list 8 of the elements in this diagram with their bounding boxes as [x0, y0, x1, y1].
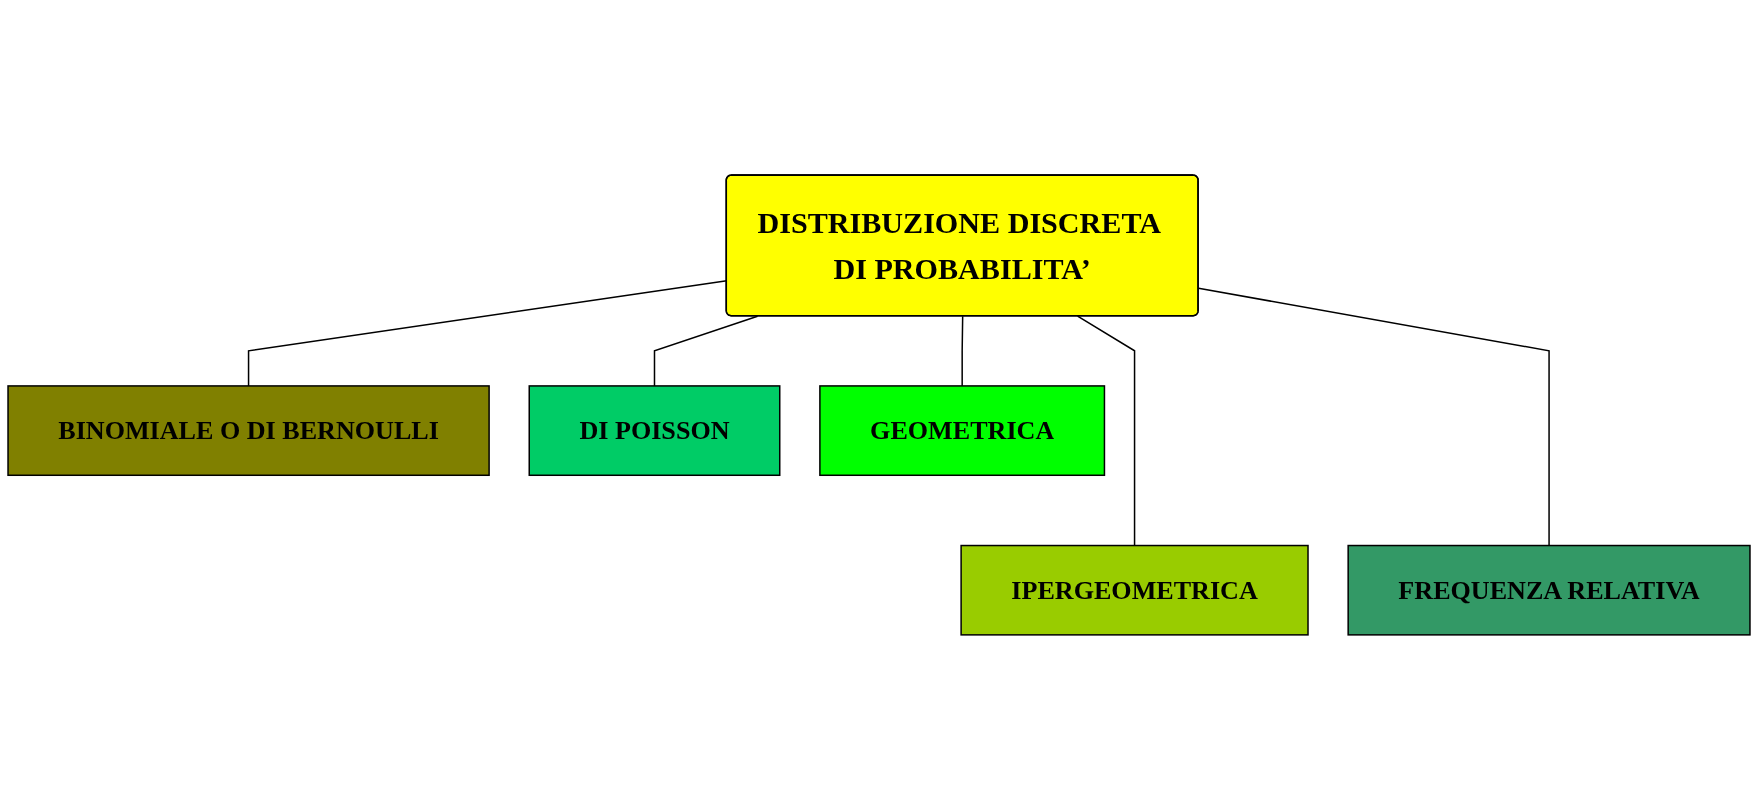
connector	[653, 315, 759, 387]
connector	[961, 315, 964, 387]
connector	[1076, 315, 1136, 547]
node-box: DI POISSON	[528, 385, 781, 477]
node-box: IPERGEOMETRICA	[960, 544, 1309, 636]
node-box: BINOMIALE O DI BERNOULLI	[7, 385, 490, 477]
node-box: FREQUENZA RELATIVA	[1347, 544, 1751, 636]
node-box: GEOMETRICA	[819, 385, 1106, 477]
